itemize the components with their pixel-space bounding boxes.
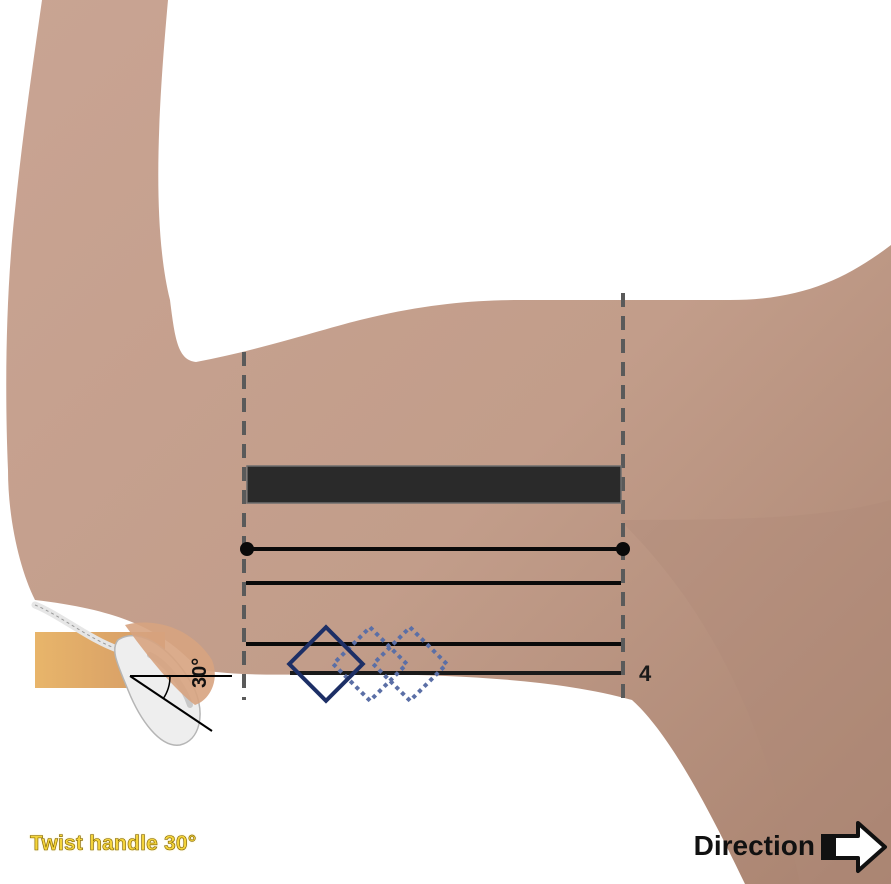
direction-arrow-spacer — [825, 822, 891, 870]
line-1-right-dot — [616, 542, 630, 556]
twist-handle-caption: Twist handle 30° — [30, 832, 196, 856]
angle-label: 30° — [189, 658, 212, 688]
direction-indicator: Direction — [694, 822, 891, 870]
treated-band — [247, 466, 621, 503]
line-1-left-dot — [240, 542, 254, 556]
step-number-label: 4 — [639, 661, 651, 687]
arm-skin — [6, 0, 891, 884]
direction-label: Direction — [694, 830, 815, 862]
